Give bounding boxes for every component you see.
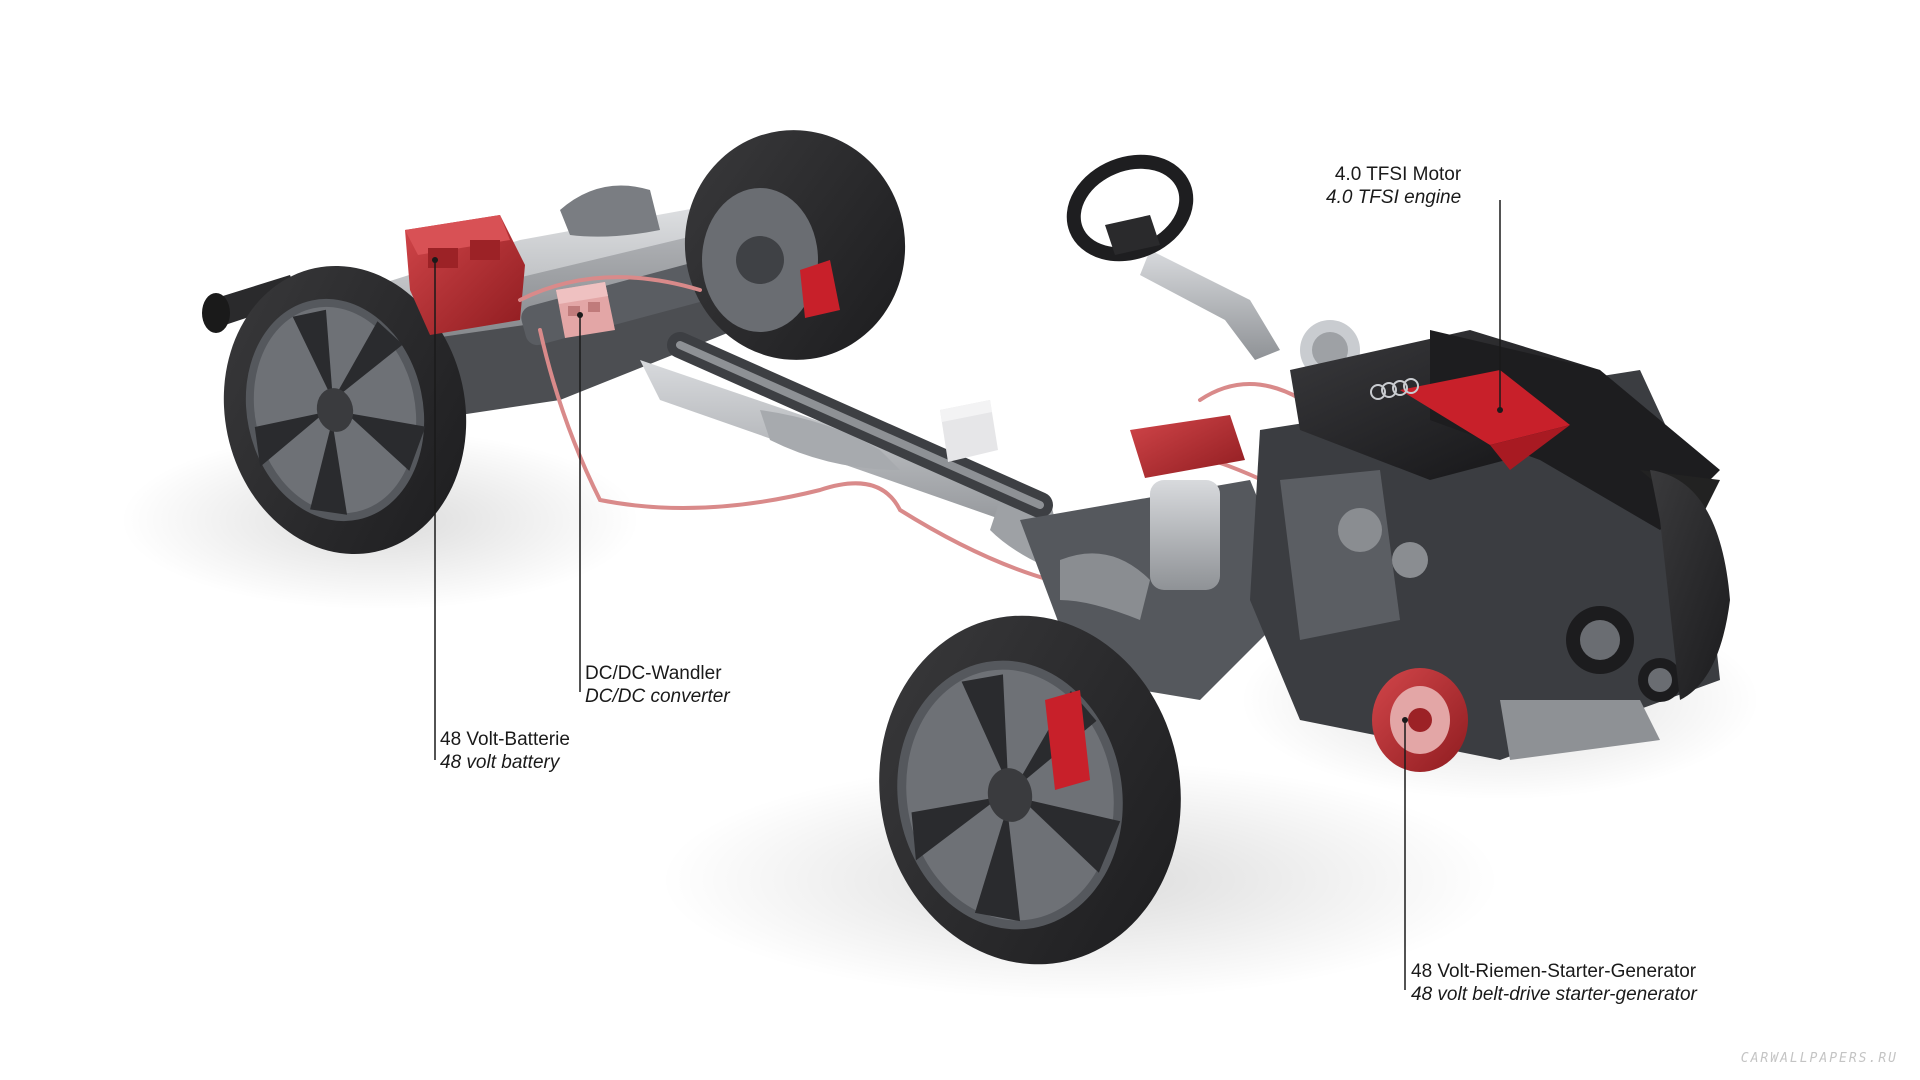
front-right-wheel	[1650, 470, 1730, 700]
callout-engine-en: 4.0 TFSI engine	[1326, 187, 1462, 209]
callout-battery: 48 Volt-Batterie 48 volt battery	[440, 728, 570, 774]
belt-starter-generator	[1372, 668, 1468, 772]
callout-engine: 4.0 TFSI Motor 4.0 TFSI engine	[1326, 163, 1461, 209]
callout-dcdc-de: DC/DC-Wandler	[585, 663, 722, 684]
callout-dcdc: DC/DC-Wandler DC/DC converter	[585, 662, 730, 708]
callout-dcdc-en: DC/DC converter	[585, 686, 730, 708]
callout-engine-de: 4.0 TFSI Motor	[1334, 164, 1462, 185]
watermark: CARWALLPAPERS.RU	[1740, 1051, 1898, 1066]
callout-rsg-en: 48 volt belt-drive starter-generator	[1411, 984, 1697, 1006]
dcdc-converter	[556, 282, 615, 338]
rear-right-wheel	[684, 130, 906, 360]
callout-battery-en: 48 volt battery	[440, 752, 560, 774]
callout-rsg: 48 Volt-Riemen-Starter-Generator 48 volt…	[1411, 960, 1697, 1006]
drive-shaft	[667, 332, 1053, 518]
callout-battery-de: 48 Volt-Batterie	[440, 729, 570, 750]
rear-left-wheel	[223, 265, 467, 555]
front-left-wheel	[879, 615, 1181, 965]
steering-assembly	[1066, 154, 1280, 360]
callout-rsg-de: 48 Volt-Riemen-Starter-Generator	[1411, 961, 1697, 982]
battery-48v	[405, 215, 525, 335]
leader-lines	[434, 200, 1501, 990]
control-unit	[940, 400, 998, 462]
audi-rings-icon	[1370, 378, 1419, 400]
leader-dots	[432, 257, 1503, 723]
